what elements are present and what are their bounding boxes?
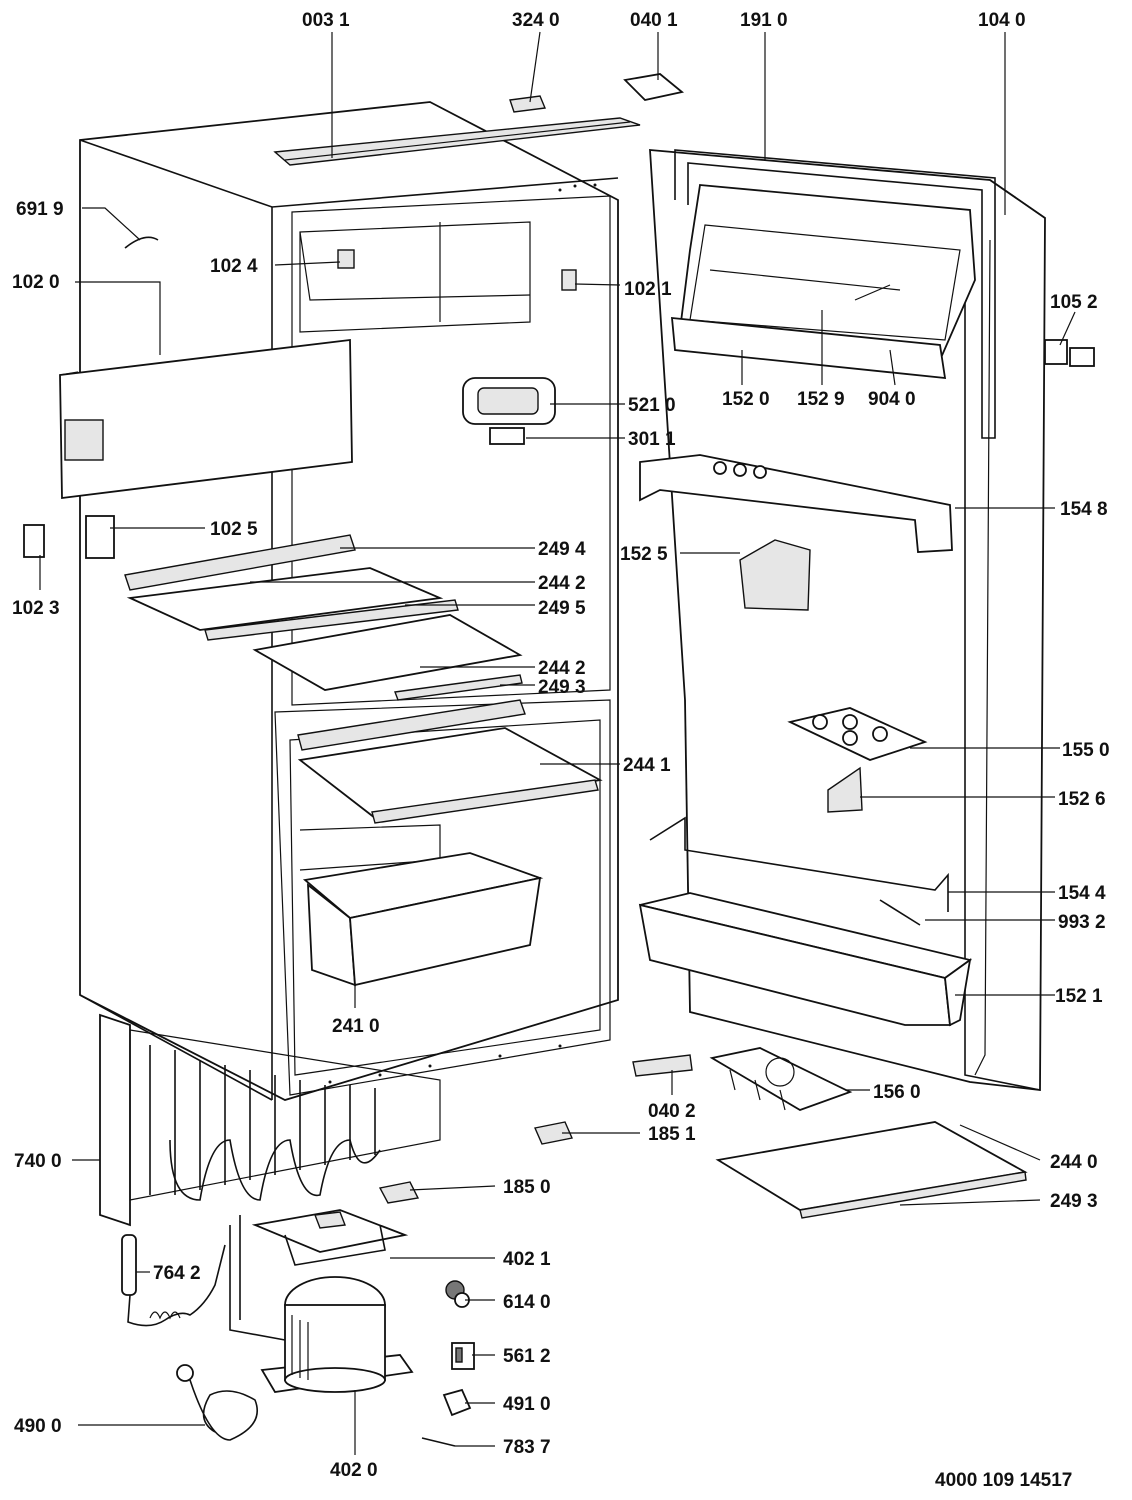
filter-drier <box>121 1234 226 1327</box>
label-0402: 040 2 <box>648 1101 696 1122</box>
door-gasket <box>674 149 996 439</box>
label-2442b: 244 2 <box>538 658 586 679</box>
label-4910: 491 0 <box>503 1394 551 1415</box>
condenser-coil <box>99 1013 441 1227</box>
part-labels: 003 1 324 0 040 1 191 0 104 0 691 9 102 … <box>12 10 1110 1491</box>
label-2440: 244 0 <box>1050 1152 1098 1173</box>
door-shelf-upper <box>639 454 953 553</box>
label-7400: 740 0 <box>14 1151 62 1172</box>
label-3011: 301 1 <box>628 429 676 450</box>
glass-shelf-bottom <box>715 1121 1028 1219</box>
shelf-group-upper <box>124 534 523 701</box>
label-5210: 521 0 <box>628 395 676 416</box>
label-1529: 152 9 <box>797 389 845 410</box>
wire-691 <box>124 236 159 249</box>
label-1024: 102 4 <box>210 256 258 277</box>
label-5612: 561 2 <box>503 1346 551 1367</box>
label-1560: 156 0 <box>873 1082 921 1103</box>
freezer-door <box>59 338 353 500</box>
label-9932: 993 2 <box>1058 912 1106 933</box>
label-1548: 154 8 <box>1060 499 1108 520</box>
label-9040: 904 0 <box>868 389 916 410</box>
label-1850: 185 0 <box>503 1177 551 1198</box>
label-0031: 003 1 <box>302 10 350 31</box>
power-cable <box>176 1364 258 1441</box>
compressor <box>229 1215 414 1393</box>
leader-lines <box>39 31 1076 1455</box>
dairy-compartment <box>671 184 976 380</box>
label-4020: 402 0 <box>330 1460 378 1481</box>
compressor-tray <box>251 1209 409 1266</box>
top-clip-3240 <box>509 95 546 113</box>
label-4021: 402 1 <box>503 1249 551 1270</box>
hinge-1052 <box>1044 339 1095 367</box>
clip-1021 <box>561 269 577 291</box>
label-1040: 104 0 <box>978 10 1026 31</box>
thermostat-panel <box>462 377 556 445</box>
label-7642: 764 2 <box>153 1263 201 1284</box>
clip-1024 <box>337 249 355 269</box>
ice-tray <box>709 1047 853 1111</box>
label-6140: 614 0 <box>503 1292 551 1313</box>
electrical-parts <box>378 1121 573 1447</box>
label-1023: 102 3 <box>12 598 60 619</box>
shelf-group-lower <box>297 699 603 824</box>
egg-tray <box>787 707 928 761</box>
door-clip-1525 <box>739 539 811 611</box>
label-6919: 691 9 <box>16 199 64 220</box>
label-3240: 324 0 <box>512 10 560 31</box>
hinge-0401 <box>623 73 685 101</box>
label-2494: 249 4 <box>538 539 586 560</box>
drawing-number: 4000 109 14517 <box>935 1470 1072 1491</box>
label-1526: 152 6 <box>1058 789 1106 810</box>
label-2493a: 249 3 <box>538 677 586 698</box>
label-1550: 155 0 <box>1062 740 1110 761</box>
label-2493b: 249 3 <box>1050 1191 1098 1212</box>
label-1910: 191 0 <box>740 10 788 31</box>
label-1544: 154 4 <box>1058 883 1106 904</box>
label-1851: 185 1 <box>648 1124 696 1145</box>
fridge-door <box>649 149 1046 1092</box>
label-0401: 040 1 <box>630 10 678 31</box>
label-1520: 152 0 <box>722 389 770 410</box>
thermometer <box>879 899 921 926</box>
label-2441: 244 1 <box>623 755 671 776</box>
label-1025: 102 5 <box>210 519 258 540</box>
label-1525: 152 5 <box>620 544 668 565</box>
label-2442a: 244 2 <box>538 573 586 594</box>
door-divider-1526 <box>827 766 863 813</box>
label-1020: 102 0 <box>12 272 60 293</box>
hinge-1023 <box>23 524 45 558</box>
crisper-drawer <box>302 852 544 987</box>
bracket-0402 <box>632 1054 693 1077</box>
hinge-cover-1025 <box>85 515 115 559</box>
bottle-shelf <box>638 892 973 1027</box>
label-2410: 241 0 <box>332 1016 380 1037</box>
label-1052: 105 2 <box>1050 292 1098 313</box>
cabinet-rivets <box>328 183 597 1084</box>
label-1021: 102 1 <box>624 279 672 300</box>
wire-rail <box>649 816 949 912</box>
label-2495: 249 5 <box>538 598 586 619</box>
label-4900: 490 0 <box>14 1416 62 1437</box>
label-1521: 152 1 <box>1055 986 1103 1007</box>
label-7837: 783 7 <box>503 1437 551 1458</box>
